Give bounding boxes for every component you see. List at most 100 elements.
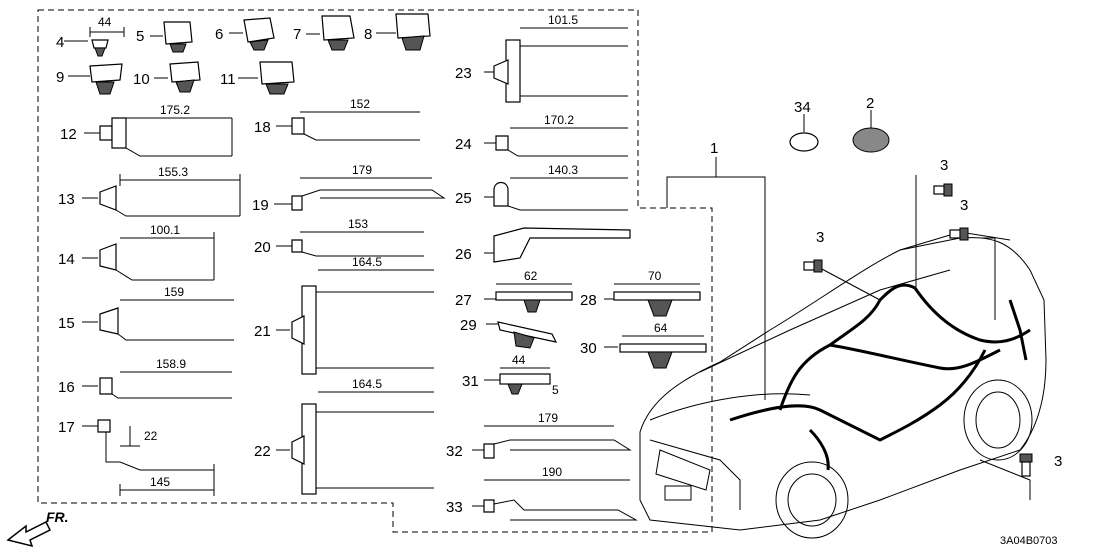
- vehicle-outline: [639, 231, 1047, 539]
- part-2-grommet: [852, 127, 890, 153]
- dim-12: 175.2: [160, 103, 190, 117]
- part-18: [276, 111, 420, 141]
- wire-harness: [729, 283, 1031, 471]
- part-16: [82, 371, 232, 399]
- bolt-3-right: [949, 227, 969, 241]
- dim-30: 64: [654, 321, 668, 335]
- dim-32: 179: [538, 411, 558, 425]
- callout-1: 1: [710, 140, 718, 157]
- callout-34: 34: [794, 99, 811, 116]
- part-15: [82, 299, 234, 341]
- part-25: [484, 177, 628, 211]
- bolt-3-top: [933, 183, 953, 197]
- part-7: [306, 15, 355, 51]
- dim-31-height: 5: [552, 383, 559, 397]
- callout-4: 4: [56, 34, 64, 51]
- part-34-grommet: [789, 132, 819, 152]
- dim-20: 153: [348, 217, 368, 231]
- part-32: [472, 425, 632, 459]
- callout-16: 16: [58, 379, 75, 396]
- callout-15: 15: [58, 315, 75, 332]
- part-13: [82, 174, 241, 217]
- callout-3-bottom: 3: [1054, 453, 1062, 470]
- part-19: [274, 177, 446, 211]
- callout-25: 25: [455, 190, 472, 207]
- part-29: [486, 321, 558, 349]
- part-12: [84, 117, 233, 157]
- callout-32: 32: [446, 443, 463, 460]
- callout-11: 11: [220, 71, 236, 88]
- callout-17: 17: [58, 419, 75, 436]
- callout-2: 2: [866, 95, 874, 112]
- dim-16: 158.9: [156, 357, 186, 371]
- callout-7: 7: [293, 26, 301, 43]
- bolt-3-left: [803, 259, 823, 273]
- callout-24: 24: [455, 136, 472, 153]
- part-11: [238, 61, 295, 95]
- part-10: [154, 61, 201, 93]
- dim-31-length: 44: [512, 353, 526, 367]
- frame-leader-1: [666, 176, 766, 400]
- callout-29: 29: [460, 317, 477, 334]
- dim-21: 164.5: [352, 255, 382, 269]
- callout-3-top: 3: [940, 157, 948, 174]
- part-9: [68, 63, 123, 95]
- front-direction-arrow-icon: [6, 520, 52, 548]
- part-31: [484, 367, 551, 395]
- callout-30: 30: [580, 340, 597, 357]
- callout-21: 21: [254, 323, 271, 340]
- callout-6: 6: [215, 26, 223, 43]
- part-26: [484, 227, 631, 263]
- dim-17-length: 145: [150, 475, 170, 489]
- callout-14: 14: [58, 251, 75, 268]
- callout-20: 20: [254, 239, 271, 256]
- callout-12: 12: [60, 126, 77, 143]
- diagram-code: 3A04B0703: [1000, 535, 1058, 547]
- part-14: [82, 232, 215, 281]
- callout-33: 33: [446, 499, 463, 516]
- callout-19: 19: [252, 197, 269, 214]
- callout-3-right: 3: [960, 197, 968, 214]
- part-24: [484, 127, 628, 157]
- part-28: [604, 283, 701, 317]
- callout-13: 13: [58, 191, 75, 208]
- dim-25: 140.3: [548, 163, 578, 177]
- dim-13: 155.3: [158, 165, 188, 179]
- callout-10: 10: [133, 71, 150, 88]
- dim-23: 101.5: [548, 13, 578, 27]
- callout-27: 27: [455, 292, 472, 309]
- callout-26: 26: [455, 246, 472, 263]
- callout-9: 9: [56, 69, 64, 86]
- part-20: [276, 231, 424, 257]
- dim-15: 159: [164, 285, 184, 299]
- dim-24: 170.2: [544, 113, 574, 127]
- callout-22: 22: [254, 443, 271, 460]
- dim-4: 44: [98, 15, 112, 29]
- dim-28: 70: [648, 269, 662, 283]
- callout-28: 28: [580, 292, 597, 309]
- dim-18: 152: [350, 97, 370, 111]
- part-5: [150, 21, 193, 53]
- part-17: [82, 419, 215, 496]
- part-33: [472, 479, 638, 521]
- part-8: [376, 13, 431, 51]
- callout-8: 8: [364, 26, 372, 43]
- dim-27: 62: [524, 269, 538, 283]
- dim-22: 164.5: [352, 377, 382, 391]
- dim-33: 190: [542, 465, 562, 479]
- bolt-3-bottom: [1019, 453, 1033, 477]
- part-23: [484, 27, 628, 103]
- part-6: [229, 17, 275, 51]
- part-22: [276, 391, 434, 495]
- dim-14: 100.1: [150, 223, 180, 237]
- part-4: [64, 27, 125, 57]
- callout-23: 23: [455, 65, 472, 82]
- front-direction-label: FR.: [46, 509, 69, 525]
- leader-3-rear: [980, 237, 996, 320]
- dim-19: 179: [352, 163, 372, 177]
- part-30: [604, 335, 707, 369]
- callout-18: 18: [254, 119, 271, 136]
- dim-17-height: 22: [144, 429, 158, 443]
- callout-3-left: 3: [816, 229, 824, 246]
